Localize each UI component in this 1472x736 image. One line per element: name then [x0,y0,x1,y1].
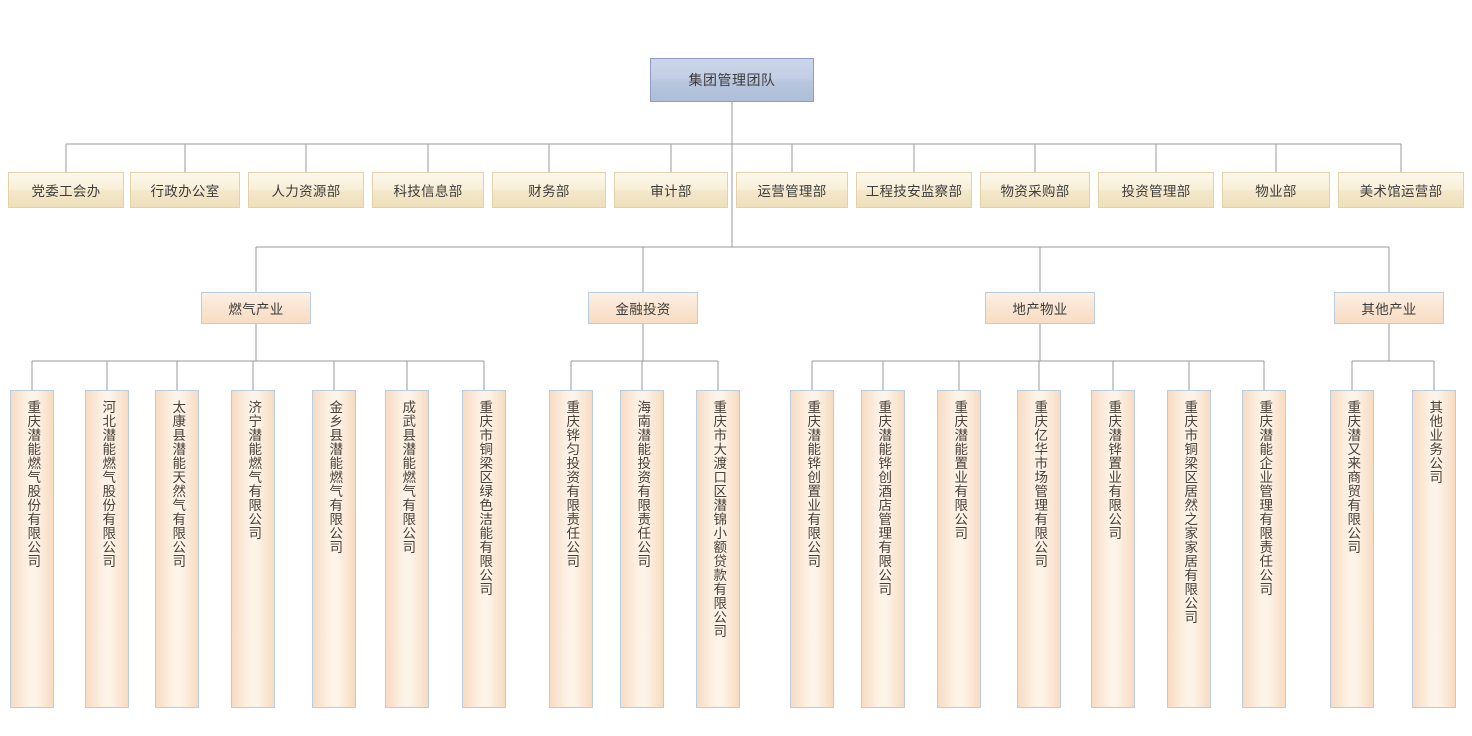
division-label: 燃气产业 [228,302,284,318]
subsidiary-label: 重庆市铜梁区绿色洁能有限公司 [476,400,493,596]
division-node[interactable]: 燃气产业 [201,292,311,324]
division-label: 金融投资 [615,302,671,318]
department-label: 行政办公室 [150,184,220,200]
node-root[interactable]: 集团管理团队 [650,58,814,102]
department-label: 科技信息部 [393,184,463,200]
subsidiary-label: 重庆市铜梁区居然之家家居有限公司 [1181,400,1198,624]
subsidiary-node[interactable]: 海南潜能投资有限责任公司 [620,390,664,708]
department-node[interactable]: 物业部 [1222,172,1330,208]
department-label: 工程技安监察部 [865,184,963,200]
subsidiary-label: 重庆潜能燃气股份有限公司 [24,400,41,568]
subsidiary-label: 重庆市大渡口区潜锦小额贷款有限公司 [710,400,727,638]
subsidiary-label: 其他业务公司 [1426,400,1443,484]
subsidiary-node[interactable]: 重庆市铜梁区居然之家家居有限公司 [1167,390,1211,708]
department-node[interactable]: 投资管理部 [1098,172,1214,208]
subsidiary-label: 金乡县潜能燃气有限公司 [326,400,343,554]
subsidiary-label: 成武县潜能燃气有限公司 [399,400,416,554]
subsidiary-node[interactable]: 重庆潜能铧创置业有限公司 [790,390,834,708]
subsidiary-node[interactable]: 重庆潜能燃气股份有限公司 [10,390,54,708]
subsidiary-node[interactable]: 其他业务公司 [1412,390,1456,708]
subsidiary-node[interactable]: 河北潜能燃气股份有限公司 [85,390,129,708]
subsidiary-label: 重庆潜又来商贸有限公司 [1344,400,1361,554]
department-label: 党委工会办 [31,184,101,200]
department-node[interactable]: 行政办公室 [130,172,240,208]
department-label: 人力资源部 [271,184,341,200]
department-label: 运营管理部 [757,184,827,200]
department-node[interactable]: 运营管理部 [736,172,848,208]
department-label: 投资管理部 [1121,184,1191,200]
subsidiary-node[interactable]: 重庆市大渡口区潜锦小额贷款有限公司 [696,390,740,708]
node-root-label: 集团管理团队 [688,73,776,89]
subsidiary-label: 海南潜能投资有限责任公司 [634,400,651,568]
department-node[interactable]: 物资采购部 [980,172,1090,208]
department-label: 物资采购部 [1000,184,1070,200]
division-node[interactable]: 其他产业 [1334,292,1444,324]
subsidiary-label: 重庆潜能铧创置业有限公司 [804,400,821,568]
subsidiary-node[interactable]: 重庆潜又来商贸有限公司 [1330,390,1374,708]
subsidiary-label: 太康县潜能天然气有限公司 [169,400,186,568]
department-node[interactable]: 财务部 [492,172,606,208]
subsidiary-node[interactable]: 金乡县潜能燃气有限公司 [312,390,356,708]
subsidiary-label: 重庆潜铧置业有限公司 [1105,400,1122,540]
department-label: 财务部 [528,184,570,200]
department-node[interactable]: 人力资源部 [248,172,364,208]
subsidiary-label: 重庆潜能铧创酒店管理有限公司 [875,400,892,596]
division-node[interactable]: 金融投资 [588,292,698,324]
department-node[interactable]: 党委工会办 [8,172,124,208]
division-label: 地产物业 [1012,302,1068,318]
subsidiary-label: 重庆潜能企业管理有限责任公司 [1256,400,1273,596]
subsidiary-label: 重庆亿华市场管理有限公司 [1031,400,1048,568]
department-label: 美术馆运营部 [1359,184,1443,200]
subsidiary-node[interactable]: 重庆亿华市场管理有限公司 [1017,390,1061,708]
subsidiary-node[interactable]: 重庆潜能铧创酒店管理有限公司 [861,390,905,708]
department-node[interactable]: 审计部 [614,172,728,208]
department-node[interactable]: 科技信息部 [372,172,484,208]
subsidiary-label: 重庆潜能置业有限公司 [951,400,968,540]
subsidiary-label: 河北潜能燃气股份有限公司 [99,400,116,568]
subsidiary-node[interactable]: 太康县潜能天然气有限公司 [155,390,199,708]
subsidiary-label: 济宁潜能燃气有限公司 [245,400,262,540]
department-label: 审计部 [650,184,692,200]
department-node[interactable]: 美术馆运营部 [1338,172,1464,208]
subsidiary-node[interactable]: 重庆市铜梁区绿色洁能有限公司 [462,390,506,708]
subsidiary-node[interactable]: 重庆潜能置业有限公司 [937,390,981,708]
subsidiary-node[interactable]: 成武县潜能燃气有限公司 [385,390,429,708]
subsidiary-label: 重庆铧匀投资有限责任公司 [563,400,580,568]
subsidiary-node[interactable]: 济宁潜能燃气有限公司 [231,390,275,708]
division-label: 其他产业 [1361,302,1417,318]
department-node[interactable]: 工程技安监察部 [856,172,972,208]
subsidiary-node[interactable]: 重庆潜铧置业有限公司 [1091,390,1135,708]
subsidiary-node[interactable]: 重庆铧匀投资有限责任公司 [549,390,593,708]
department-label: 物业部 [1255,184,1297,200]
subsidiary-node[interactable]: 重庆潜能企业管理有限责任公司 [1242,390,1286,708]
division-node[interactable]: 地产物业 [985,292,1095,324]
